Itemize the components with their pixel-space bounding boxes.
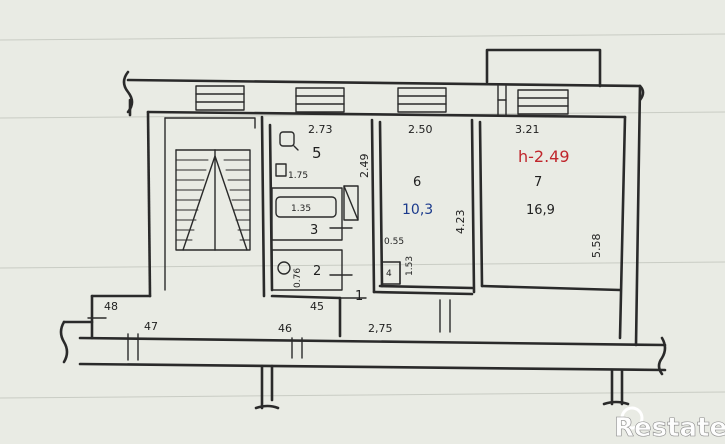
dim-45: 45	[310, 300, 324, 313]
room-4-number: 4	[386, 269, 392, 279]
ceiling-height: h-2.49	[518, 147, 570, 166]
dim-5-58: 5.58	[590, 234, 603, 259]
dim-0-55: 0.55	[384, 237, 404, 247]
room-1-number: 1	[355, 289, 363, 304]
dim-0-76: 0.76	[293, 268, 303, 288]
dim-2-49: 2.49	[358, 154, 371, 179]
dim-1-75: 1.75	[288, 171, 308, 181]
window-2	[295, 87, 345, 113]
dim-1-35: 1.35	[291, 204, 311, 214]
window-3	[397, 87, 447, 113]
room-5-number: 5	[312, 144, 322, 162]
door-balcony	[497, 85, 507, 117]
room-3-number: 3	[310, 223, 318, 238]
stair-steps	[175, 159, 251, 241]
room-2-number: 2	[313, 264, 321, 279]
dim-1-53: 1.53	[405, 256, 415, 276]
dim-3-21: 3.21	[515, 123, 540, 136]
windows	[195, 85, 569, 117]
room-6-number: 6	[413, 175, 421, 190]
watermark: Restate	[614, 406, 725, 443]
dim-47: 47	[144, 320, 158, 333]
dim-48: 48	[104, 300, 118, 313]
dim-2-50: 2.50	[408, 123, 433, 136]
labels: 1 2 3 4 5 6 10,3 7 16,9 h-2.49 2.73 2.50…	[104, 123, 603, 335]
room-7-number: 7	[534, 175, 542, 190]
paper-lines	[0, 33, 725, 399]
wet-rooms	[87, 131, 451, 361]
outer-walls	[59, 48, 667, 410]
room-6-area: 10,3	[402, 202, 433, 218]
watermark-logo-icon	[620, 406, 644, 430]
dim-46: 46	[278, 322, 292, 335]
window-4	[517, 89, 569, 115]
watermark-text: Restate	[614, 413, 725, 443]
interior-walls	[260, 115, 622, 338]
dim-2-75: 2,75	[368, 322, 393, 335]
window-1	[195, 85, 245, 111]
dim-4-23: 4.23	[454, 210, 467, 235]
dim-2-73: 2.73	[308, 123, 333, 136]
room-7-area: 16,9	[526, 203, 555, 218]
stairwell	[164, 117, 256, 291]
